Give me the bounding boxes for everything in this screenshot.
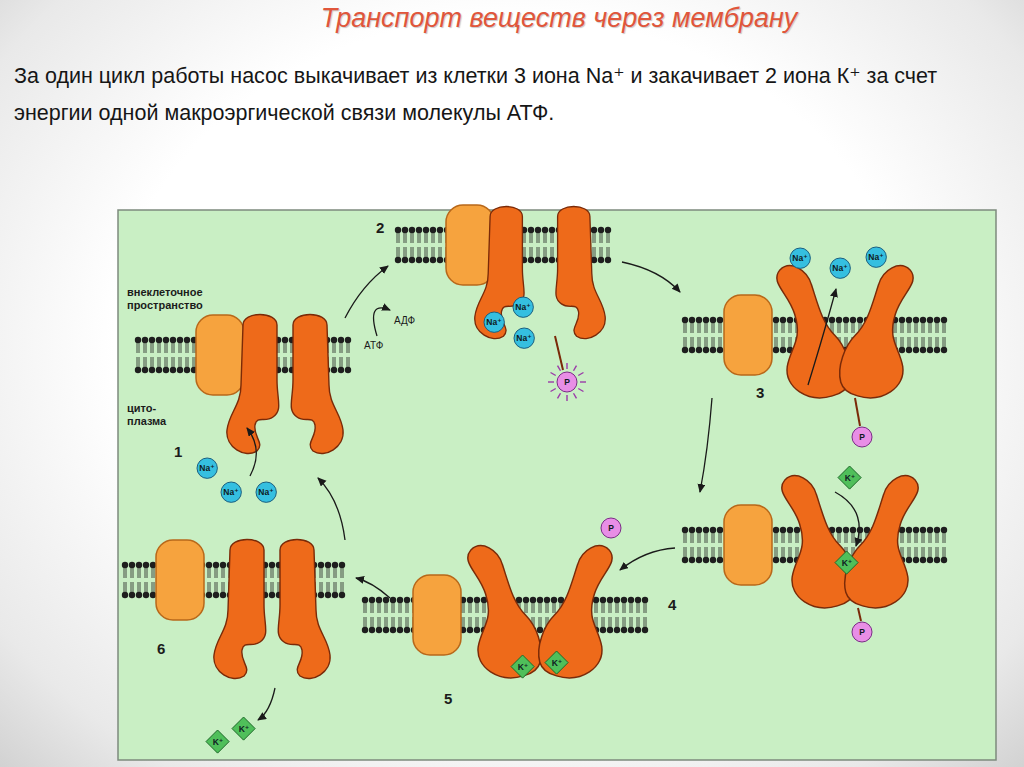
channel-block: [196, 315, 244, 395]
cycle-arrow: [835, 492, 859, 546]
potassium-ion: K⁺: [837, 465, 862, 490]
energy-spike: [558, 393, 561, 398]
potassium-ion: K⁺: [510, 654, 535, 679]
ion-symbol: K⁺: [552, 659, 563, 668]
cycle-arrow: [622, 262, 680, 292]
ion-symbol: K⁺: [842, 559, 853, 568]
pump-subunit: [278, 540, 330, 679]
sodium-ion: Na⁺: [220, 481, 242, 503]
channel-block: [413, 575, 461, 655]
sodium-ion: Na⁺: [483, 311, 505, 333]
ion-symbol: Na⁺: [515, 303, 530, 312]
potassium-ion: K⁺: [231, 716, 256, 741]
pump-subunit: [539, 546, 613, 678]
pump-subunit: [840, 266, 914, 398]
cycle-arrow: [356, 578, 390, 598]
ion-symbol: Na⁺: [199, 464, 214, 473]
ion-symbol: K⁺: [239, 725, 250, 734]
pump-stage: [682, 266, 947, 398]
ion-symbol: Na⁺: [832, 264, 847, 273]
pump-stage: [395, 205, 611, 339]
phosphate-group: P: [851, 426, 873, 448]
step-number: 6: [157, 640, 165, 657]
channel-block: [156, 540, 204, 620]
phosphate-stem: [858, 608, 861, 621]
step-number: 5: [444, 690, 452, 707]
energy-spike: [551, 373, 556, 376]
pump-subunit: [475, 207, 524, 339]
step-number: 2: [376, 219, 384, 236]
ion-symbol: Na⁺: [486, 318, 501, 327]
ion-symbol: K⁺: [518, 663, 529, 672]
pump-subunit: [845, 476, 919, 608]
phosphate-stem: [855, 398, 860, 426]
pump-subunit: [227, 315, 279, 454]
energy-spike: [580, 381, 586, 382]
pump-stage: [362, 546, 648, 678]
pump-subunit: [291, 315, 343, 454]
energy-spike: [574, 393, 577, 398]
phosphate-stem: [555, 336, 563, 370]
region-label: цито- плазма: [127, 402, 166, 427]
sodium-ion: Na⁺: [512, 296, 534, 318]
pump-subunit: [556, 207, 605, 339]
ion-symbol: K⁺: [213, 738, 224, 747]
step-number: 1: [174, 443, 182, 460]
phosphate-group: P: [556, 371, 578, 393]
pump-stage: [682, 476, 947, 608]
energy-spike: [578, 389, 583, 392]
energy-spike: [551, 389, 556, 392]
energy-spike: [566, 363, 567, 369]
ion-symbol: Na⁺: [792, 254, 807, 263]
potassium-ion: K⁺: [834, 550, 859, 575]
sodium-ion: Na⁺: [865, 246, 887, 268]
channel-block: [446, 205, 494, 285]
pump-stage: [135, 315, 351, 454]
cycle-arrow: [345, 266, 388, 318]
energy-spike: [578, 373, 583, 376]
caption-text: За один цикл работы насос выкачивает из …: [14, 58, 1018, 132]
ion-symbol: Na⁺: [223, 488, 238, 497]
region-label: внеклеточное пространство: [127, 286, 203, 311]
ion-symbol: Na⁺: [516, 334, 531, 343]
ion-symbol: Na⁺: [868, 253, 883, 262]
cycle-arrow: [620, 548, 675, 570]
sodium-ion: Na⁺: [196, 457, 218, 479]
ion-symbol: P: [859, 628, 865, 637]
potassium-ion: K⁺: [205, 729, 230, 754]
ion-symbol: Na⁺: [258, 488, 273, 497]
ion-symbol: P: [564, 378, 570, 387]
cycle-arrow: [258, 688, 275, 720]
channel-block: [724, 295, 772, 375]
cycle-arrow: [700, 398, 712, 492]
ion-symbol: P: [859, 433, 865, 442]
phosphate-group: P: [600, 517, 622, 539]
pump-stage: [122, 540, 345, 679]
cycle-arrow: [374, 308, 390, 336]
pump-subunit: [468, 546, 542, 678]
sodium-ion: Na⁺: [255, 481, 277, 503]
channel-block: [724, 505, 772, 585]
energy-spike: [558, 366, 561, 371]
cycle-arrow: [318, 478, 345, 540]
cycle-arrow: [247, 428, 256, 476]
step-number: 3: [756, 384, 764, 401]
ion-symbol: K⁺: [845, 474, 856, 483]
energy-spike: [574, 366, 577, 371]
slide-title: Транспорт веществ через мембрану: [321, 3, 798, 34]
energy-spike: [566, 395, 567, 401]
sodium-ion: Na⁺: [829, 257, 851, 279]
ion-symbol: P: [608, 524, 614, 533]
sodium-ion: Na⁺: [513, 327, 535, 349]
sodium-ion: Na⁺: [789, 247, 811, 269]
molecule-label: АДФ: [394, 315, 415, 327]
potassium-ion: K⁺: [544, 650, 569, 675]
cycle-arrow: [808, 289, 836, 385]
energy-spike: [548, 381, 554, 382]
pump-subunit: [214, 540, 266, 679]
molecule-label: АТФ: [364, 340, 383, 352]
phosphate-group: P: [851, 621, 873, 643]
step-number: 4: [668, 596, 676, 613]
